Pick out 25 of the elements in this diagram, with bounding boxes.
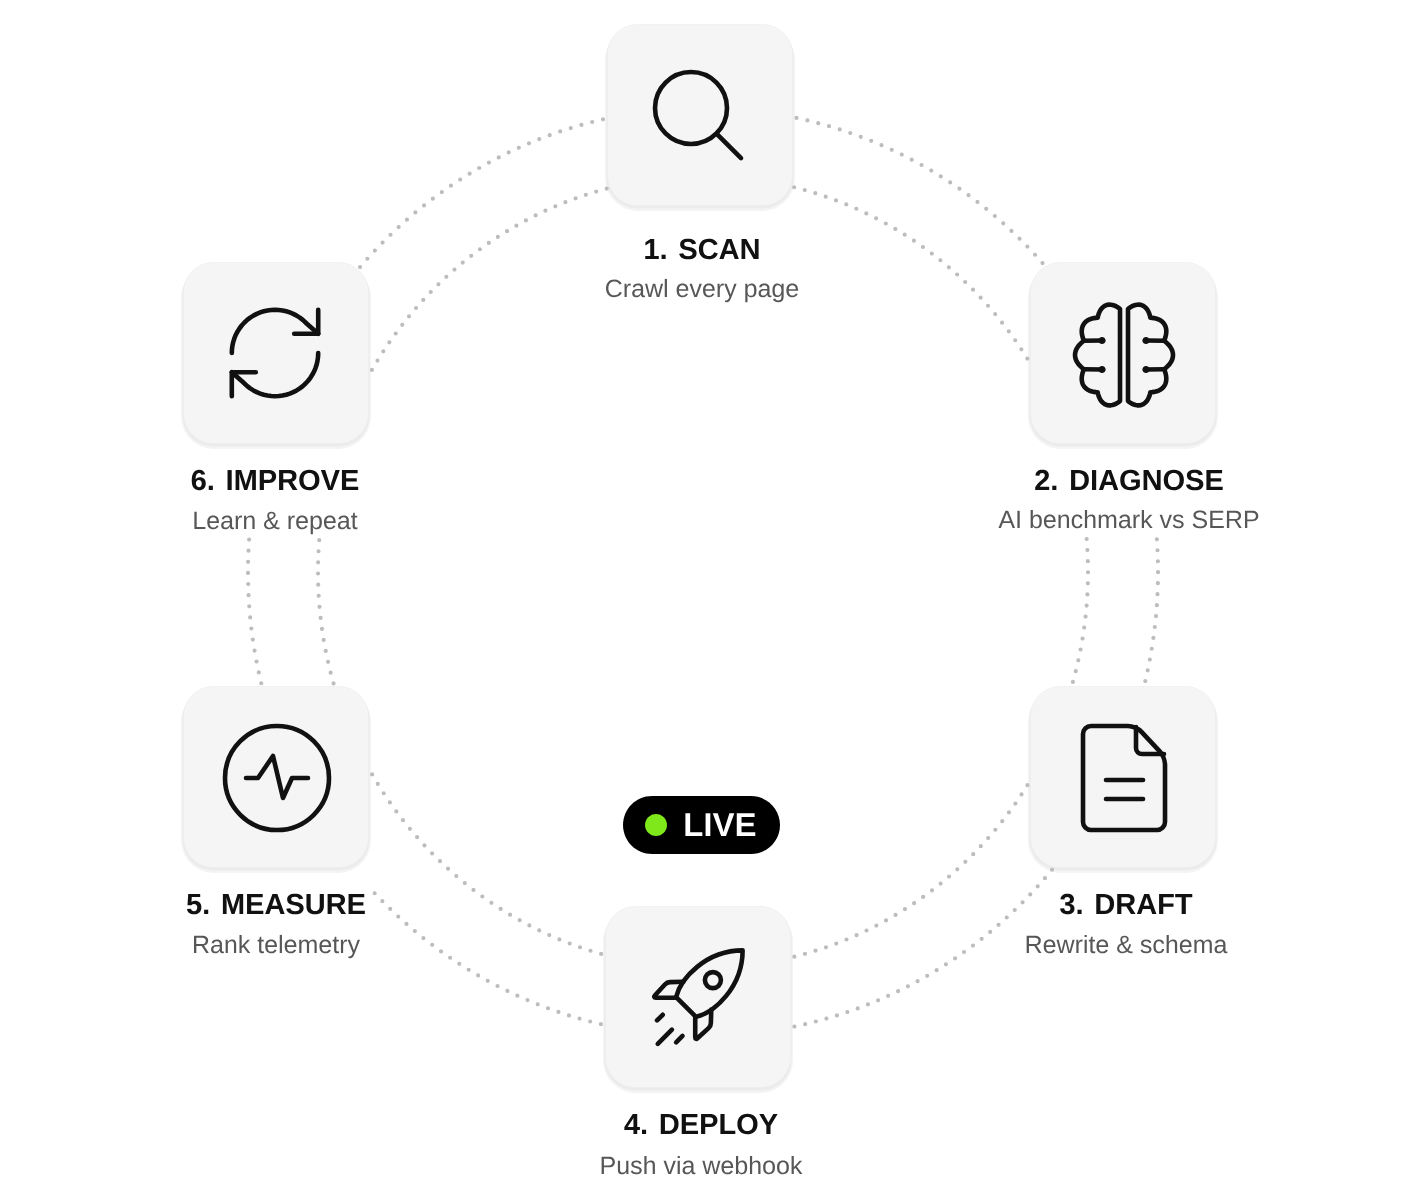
dotted-connector	[792, 185, 1030, 361]
step-title: 6. IMPROVE	[191, 469, 359, 491]
step-title: 2. DIAGNOSE	[1035, 469, 1223, 491]
dotted-connector	[245, 537, 264, 686]
status-pill: LIVE	[623, 796, 780, 854]
dotted-connector	[372, 890, 603, 1027]
step-subtitle: Learn & repeat	[194, 511, 358, 535]
dotted-connector	[369, 772, 604, 956]
step-title: 5. MEASURE	[186, 893, 365, 915]
step-subtitle: AI benchmark vs SERP	[998, 509, 1259, 529]
dotted-connector	[357, 117, 606, 270]
step-subtitle: Rank telemetry	[194, 934, 360, 959]
dotted-connector	[794, 115, 1045, 266]
dotted-connector	[792, 783, 1030, 959]
dotted-connector	[1143, 537, 1161, 684]
step-title: 4. DEPLOY	[624, 1113, 778, 1135]
step-subtitle: Push via webhook	[601, 1155, 803, 1175]
dotted-connector	[315, 537, 336, 686]
step-subtitle: Rewrite & schema	[1026, 934, 1228, 954]
step-title: 1. SCAN	[645, 238, 759, 260]
step-subtitle: Crawl every page	[606, 278, 799, 303]
dotted-connector	[792, 867, 1055, 1029]
dotted-connector	[1070, 536, 1091, 685]
step-title: 3. DRAFT	[1060, 893, 1193, 915]
dotted-connector	[369, 186, 610, 372]
